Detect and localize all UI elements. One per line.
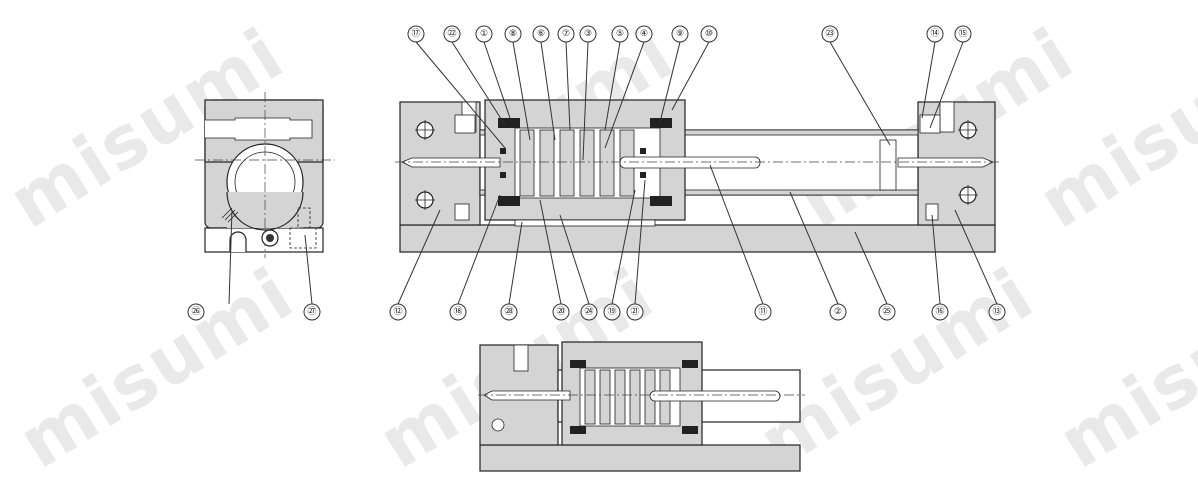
leader-lines	[228, 41, 998, 305]
port-fitting-right	[939, 101, 955, 133]
detail-screw-head	[491, 418, 505, 432]
callout-28-label: ㉘	[504, 306, 513, 317]
callout-6-label: ⑥	[537, 29, 545, 39]
main-section-view	[395, 99, 1000, 253]
end-view	[195, 92, 335, 258]
callout-13: ⑬	[988, 303, 1006, 321]
watermark-text: misumi	[4, 251, 308, 484]
callout-27-label: ㉗	[307, 306, 316, 317]
callout-10: ⑩	[700, 25, 718, 43]
callout-7-label: ⑦	[562, 29, 570, 39]
callout-19: ⑲	[603, 303, 621, 321]
callout-6: ⑥	[532, 25, 550, 43]
callout-4: ④	[635, 25, 653, 43]
callout-15: ⑮	[954, 25, 972, 43]
callout-9: ⑨	[671, 25, 689, 43]
callout-16-label: ⑯	[935, 306, 944, 317]
callout-19-label: ⑲	[607, 306, 616, 317]
end-view-slot	[229, 231, 247, 252]
end-view-hatch	[221, 207, 239, 223]
callout-labels: ㉖ ㉗ ⑰ ㉒ ① ⑧ ⑥ ⑦ ③ ⑤ ④ ⑨ ⑩ ㉓ ⑭ ⑮ ⑫ ⑱ ㉘ ⑳ …	[187, 25, 1006, 321]
callout-12: ⑫	[389, 303, 407, 321]
callout-21: ㉑	[626, 303, 644, 321]
callout-14-label: ⑭	[930, 28, 939, 39]
callout-25: ㉕	[878, 303, 896, 321]
watermark-text: misumi	[1044, 251, 1198, 484]
callout-15-label: ⑮	[958, 28, 967, 39]
callout-5-label: ⑤	[616, 29, 624, 39]
cushion-needle-right	[897, 157, 994, 168]
callout-13-label: ⑬	[992, 306, 1001, 317]
callout-23: ㉓	[821, 25, 839, 43]
callout-1-label: ①	[480, 29, 488, 39]
callout-24: ㉔	[580, 303, 598, 321]
callout-23-label: ㉓	[825, 28, 834, 39]
callout-2: ②	[829, 303, 847, 321]
tube-wall-bottom	[479, 189, 919, 196]
callout-3-label: ③	[584, 29, 592, 39]
cushion-ring	[619, 156, 761, 169]
callout-8: ⑧	[504, 25, 522, 43]
callout-18: ⑱	[449, 303, 467, 321]
detail-base-rail	[479, 444, 801, 472]
callout-3: ③	[579, 25, 597, 43]
bumper-left	[454, 203, 470, 221]
end-view-port	[205, 117, 313, 141]
callout-14: ⑭	[926, 25, 944, 43]
end-view-hidden-port-2	[297, 207, 311, 229]
callout-26: ㉖	[187, 303, 205, 321]
piston-right	[879, 139, 897, 191]
callout-4-label: ④	[640, 29, 648, 39]
cushion-needle-left	[401, 157, 501, 168]
callout-17: ⑰	[407, 25, 425, 43]
tube-wall-top	[479, 129, 919, 136]
detail-cushion-needle	[483, 390, 571, 401]
callout-28: ㉘	[500, 303, 518, 321]
callout-18-label: ⑱	[453, 306, 462, 317]
callout-9-label: ⑨	[676, 29, 684, 39]
callout-17-label: ⑰	[411, 28, 420, 39]
callout-1: ①	[475, 25, 493, 43]
callout-5: ⑤	[611, 25, 629, 43]
callout-20: ⑳	[552, 303, 570, 321]
callout-22: ㉒	[443, 25, 461, 43]
callout-11: ⑪	[754, 303, 772, 321]
callout-20-label: ⑳	[556, 306, 565, 317]
detail-view	[478, 341, 805, 472]
callout-24-label: ㉔	[584, 306, 593, 317]
callout-8-label: ⑧	[509, 29, 517, 39]
detail-port-fitting	[513, 344, 529, 372]
callout-21-label: ㉑	[630, 306, 639, 317]
callout-22-label: ㉒	[447, 28, 456, 39]
callout-10-label: ⑩	[705, 29, 713, 39]
callout-2-label: ②	[834, 307, 842, 317]
callout-11-label: ⑪	[758, 306, 767, 317]
callout-25-label: ㉕	[882, 306, 891, 317]
callout-16: ⑯	[931, 303, 949, 321]
callout-12-label: ⑫	[393, 306, 402, 317]
callout-27: ㉗	[303, 303, 321, 321]
end-view-hidden-port	[289, 227, 317, 249]
end-view-fitting-core	[266, 234, 274, 242]
callout-26-label: ㉖	[191, 306, 200, 317]
base-rail	[399, 224, 996, 253]
dust-band	[514, 219, 656, 227]
detail-cushion-ring	[649, 390, 781, 402]
callout-7: ⑦	[557, 25, 575, 43]
